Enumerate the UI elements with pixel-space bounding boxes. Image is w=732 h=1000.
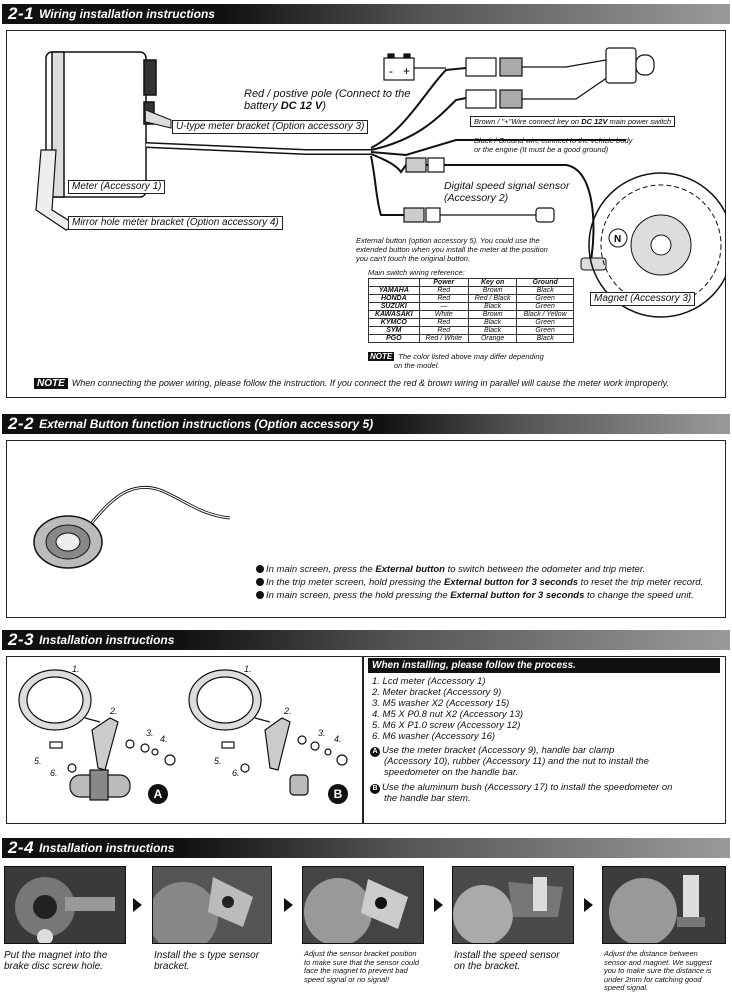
external-button-bullet-1: In main screen, press the External butto…	[256, 564, 645, 576]
label-red-pole-line2: battery DC 12 V)	[244, 100, 326, 112]
section-title: Installation instructions	[39, 841, 175, 855]
label-external-button-line2: extended button when you install the met…	[356, 245, 548, 254]
brake-disc	[588, 172, 726, 318]
part-item: 3. M5 washer X2 (Accessory 15)	[372, 698, 510, 709]
label-black-ground-line2: or the engine (It must be a good ground)	[474, 145, 609, 154]
battery-plus: +	[403, 64, 410, 78]
label-external-button-line3: you can't touch the original button.	[356, 254, 471, 263]
section-header-2-2: 2-2 External Button function instruction…	[2, 414, 730, 434]
part-item: 2. Meter bracket (Accessory 9)	[372, 687, 502, 698]
label-external-button: External button (option accessory 5). Yo…	[356, 236, 540, 245]
label-magnet: Magnet (Accessory 3)	[590, 292, 696, 306]
part-item: 4. M5 X P0.8 nut X2 (Accessory 13)	[372, 709, 524, 720]
external-button-bullet-3: In main screen, press the hold pressing …	[256, 590, 694, 602]
section-header-2-4: 2-4 Installation instructions	[2, 838, 730, 858]
section-number: 2-1	[8, 4, 35, 23]
battery-minus: -	[389, 64, 393, 78]
section-header-2-3: 2-3 Installation instructions	[2, 630, 730, 650]
mirror-bracket	[35, 149, 78, 231]
installation-panel	[6, 656, 726, 824]
label-mirror-bracket: Mirror hole meter bracket (Option access…	[68, 216, 283, 230]
label-u-bracket: U-type meter bracket (Option accessory 3…	[172, 120, 369, 134]
label-black-ground: Black / Ground wire connect to the vehic…	[474, 136, 633, 145]
badge-b: B	[328, 784, 348, 804]
section-header-2-1: 2-1 Wiring installation instructions	[2, 4, 730, 24]
step-photo-2	[152, 866, 272, 944]
label-digital-sensor: Digital speed signal sensor	[444, 180, 570, 192]
label-red-pole: Red / postive pole (Connect to the	[244, 88, 411, 100]
badge-a: A	[148, 784, 168, 804]
external-button-bullet-2: In the trip meter screen, hold pressing …	[256, 577, 703, 589]
step-photo-4	[452, 866, 574, 944]
external-button-panel	[6, 440, 726, 618]
section-number: 2-4	[8, 838, 35, 857]
label-digital-sensor-line2: (Accessory 2)	[444, 192, 509, 204]
wiring-diagram: - + N	[35, 47, 726, 318]
table-caption: Main switch wiring reference:	[368, 268, 465, 277]
section-title: Wiring installation instructions	[39, 7, 215, 21]
part-item: 5. M6 X P1.0 screw (Accessory 12)	[372, 720, 521, 731]
section-title: External Button function instructions (O…	[39, 417, 374, 431]
table-note-line2: on the model.	[394, 361, 440, 370]
step-photo-1	[4, 866, 126, 944]
part-item: 1. Lcd meter (Accessory 1)	[372, 676, 486, 687]
part-item: 6. M6 washer (Accessory 16)	[372, 731, 496, 742]
process-heading: When installing, please follow the proce…	[368, 658, 720, 673]
installation-illustration	[18, 669, 348, 801]
external-button-illustration	[33, 485, 231, 569]
svg-text:N: N	[614, 234, 621, 245]
step-photo-5	[602, 866, 726, 944]
step-photo-3	[302, 866, 424, 944]
label-brown-wire: Brown / "+"Wire connect key on DC 12V ma…	[470, 116, 676, 127]
section-number: 2-2	[8, 414, 35, 433]
label-meter: Meter (Accessory 1)	[68, 180, 166, 194]
section-number: 2-3	[8, 630, 35, 649]
section-title: Installation instructions	[39, 633, 175, 647]
